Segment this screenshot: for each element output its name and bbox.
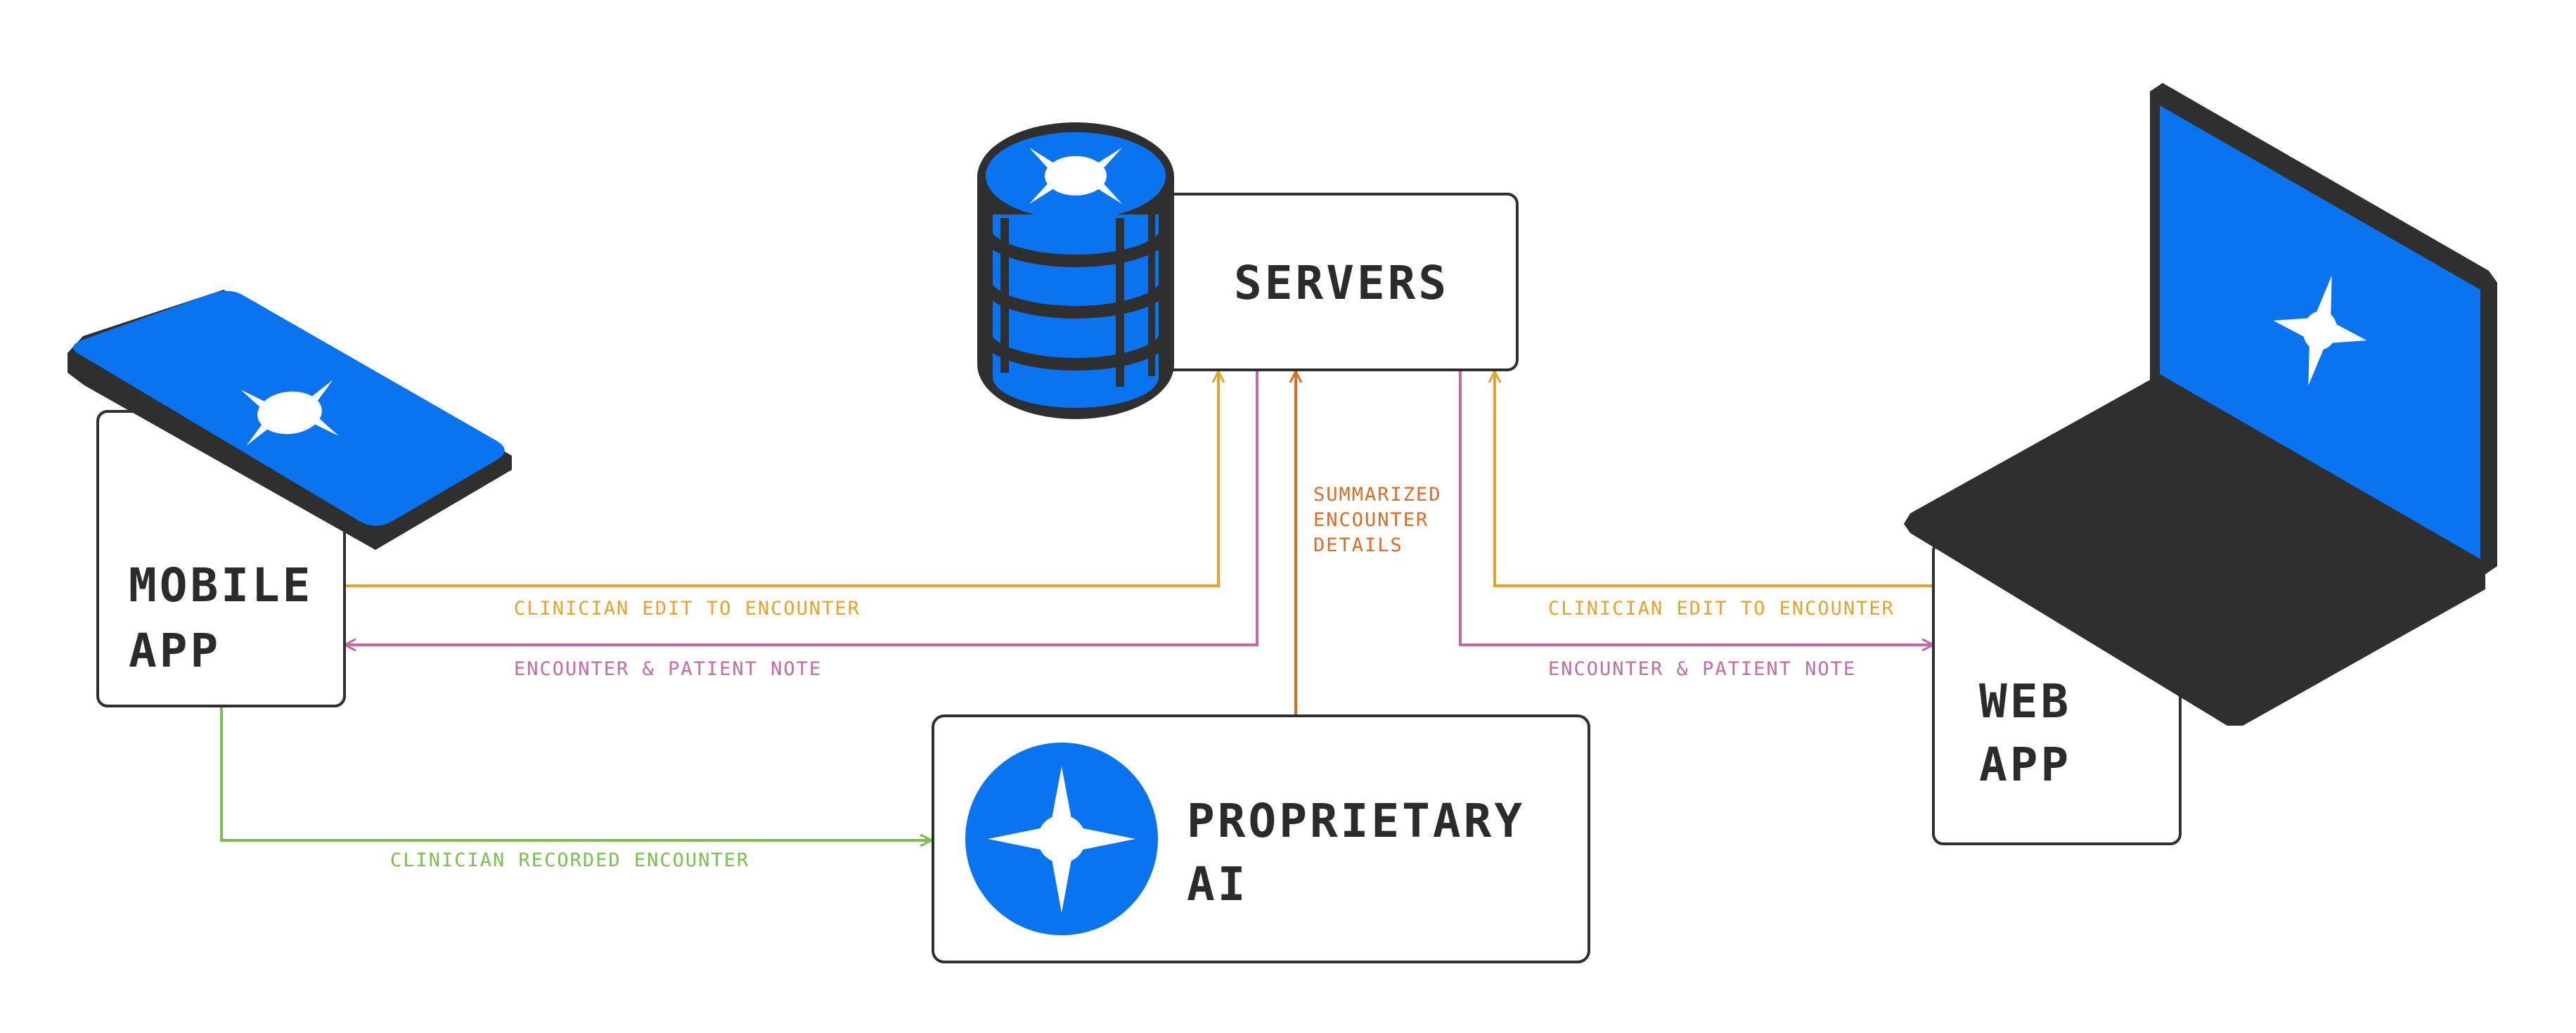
database-star-icon	[1029, 148, 1122, 204]
servers-label: SERVERS	[1234, 256, 1449, 310]
edge-servers-to-mobile	[344, 371, 1258, 645]
phone-screen-star-icon	[240, 380, 339, 446]
smartphone-icon	[67, 290, 512, 550]
ai-node: PROPRIETARY AI	[932, 714, 1590, 963]
edge-servers-to-web	[1459, 371, 1933, 645]
mobile-app-label-line2: APP	[129, 624, 221, 678]
compass-star-icon	[965, 743, 1158, 935]
laptop-icon	[1904, 83, 2497, 726]
edge-label-mobile-note: ENCOUNTER & PATIENT NOTE	[514, 658, 822, 680]
edge-label-summary-line2: ENCOUNTER	[1313, 509, 1429, 531]
edge-mobile-to-ai	[220, 706, 932, 840]
ai-label-line2: AI	[1187, 857, 1248, 911]
ai-label-line1: PROPRIETARY	[1187, 794, 1525, 848]
edge-label-summary-line3: DETAILS	[1313, 534, 1403, 556]
web-app-node: WEB APP	[1904, 83, 2497, 845]
connectors	[220, 371, 1933, 840]
edge-labels: CLINICIAN EDIT TO ENCOUNTER ENCOUNTER & …	[390, 484, 1895, 871]
edge-mobile-to-servers	[344, 371, 1218, 587]
servers-node: SERVERS	[977, 122, 1519, 419]
mobile-app-label-line1: MOBILE	[129, 558, 313, 612]
mobile-app-node: MOBILE APP	[67, 290, 512, 707]
edge-label-mobile-edit: CLINICIAN EDIT TO ENCOUNTER	[514, 598, 861, 620]
edge-label-summary-line1: SUMMARIZED	[1313, 484, 1442, 506]
web-app-label-line1: WEB	[1979, 674, 2071, 729]
edge-web-to-servers	[1495, 371, 1933, 587]
edge-label-recorded: CLINICIAN RECORDED ENCOUNTER	[390, 849, 749, 871]
database-icon	[977, 122, 1174, 419]
web-app-label-line2: APP	[1979, 738, 2071, 792]
edge-label-web-edit: CLINICIAN EDIT TO ENCOUNTER	[1548, 598, 1895, 620]
laptop-screen-star-icon	[2273, 275, 2367, 386]
edge-label-web-note: ENCOUNTER & PATIENT NOTE	[1548, 658, 1856, 680]
